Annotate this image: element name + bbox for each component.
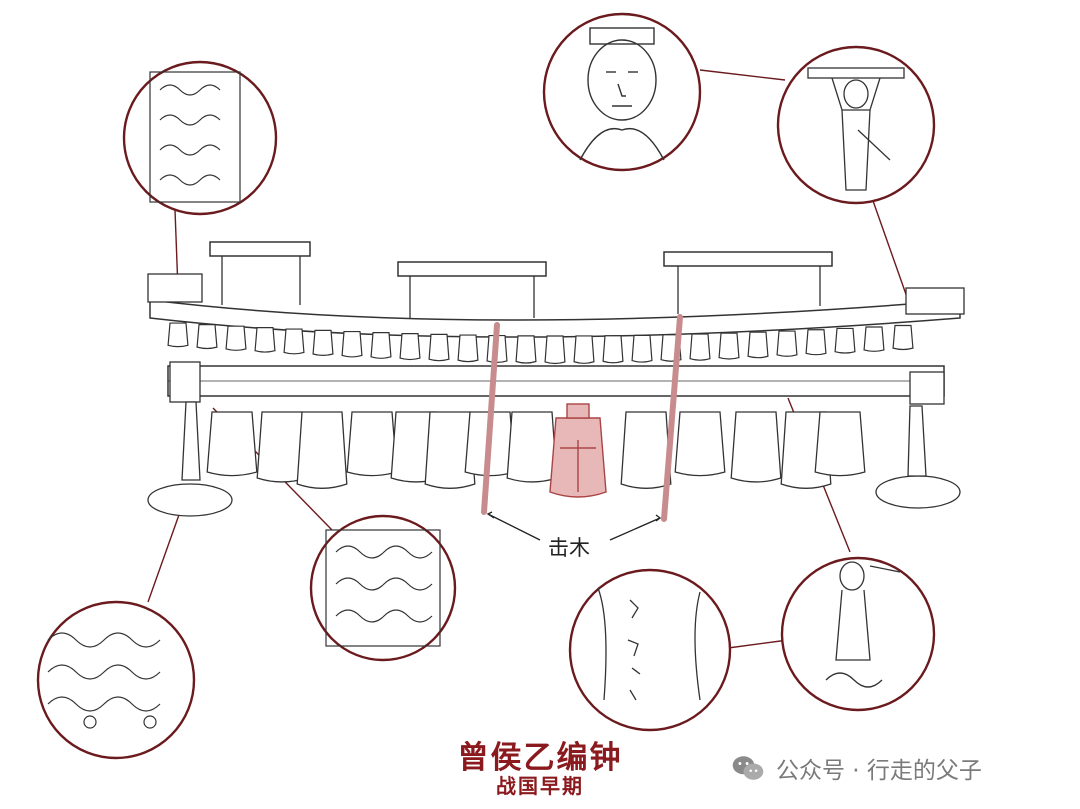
small-bell <box>747 331 769 359</box>
small-bell <box>863 326 885 352</box>
small-bell <box>196 324 218 350</box>
watermark-text: 公众号 · 行走的父子 <box>776 758 982 784</box>
small-bell <box>892 324 914 351</box>
small-bell <box>225 325 247 351</box>
detail-circles <box>36 12 936 760</box>
small-bell <box>602 335 624 364</box>
highlighted-bell <box>549 403 607 498</box>
detail-face <box>579 27 665 161</box>
small-bell <box>689 333 711 361</box>
detail-ornament-top-left <box>149 71 241 203</box>
small-bell <box>457 334 479 363</box>
small-bell <box>399 333 421 361</box>
detail-caryatid-small <box>825 561 901 688</box>
striking-beam-pointers <box>486 511 662 541</box>
large-bell <box>674 411 726 477</box>
middle-large-bells <box>206 411 866 489</box>
detail-caryatid-figure <box>807 67 905 191</box>
small-bell <box>776 330 798 357</box>
large-bell <box>730 411 782 483</box>
detail-inscription <box>597 587 701 701</box>
large-bell <box>506 411 558 483</box>
frame-bases <box>147 273 965 517</box>
middle-beam <box>167 365 945 397</box>
striking-beams <box>481 314 683 522</box>
small-bell <box>544 335 566 365</box>
detail-ornament-mid <box>325 529 441 647</box>
small-bell <box>370 332 392 359</box>
large-bell <box>206 411 258 477</box>
small-bell <box>718 332 740 360</box>
small-bell <box>341 330 363 358</box>
detail-ornament-base <box>47 632 161 729</box>
large-bell <box>814 411 866 477</box>
small-bell <box>631 334 653 363</box>
large-bell <box>620 411 672 489</box>
small-bell <box>283 328 305 355</box>
small-bell <box>167 322 189 348</box>
small-bell <box>573 335 595 364</box>
large-bell <box>424 411 476 489</box>
small-bell <box>254 327 276 353</box>
upper-small-bells <box>167 322 914 365</box>
small-bell <box>805 329 827 356</box>
wechat-icon <box>732 756 764 780</box>
small-bell <box>312 329 334 357</box>
large-bell <box>346 411 398 477</box>
small-bell <box>428 333 450 362</box>
wechat-watermark: 公众号 · 行走的父子 <box>730 748 982 788</box>
upper-frame-posts <box>221 256 821 318</box>
striking-beam-label: 击木 <box>548 536 590 560</box>
small-bell <box>834 327 856 354</box>
upper-frame <box>149 241 961 338</box>
small-bell <box>515 335 537 364</box>
page-subtitle: 战国早期 <box>496 774 584 798</box>
page-title: 曾侯乙编钟 <box>457 740 623 776</box>
large-bell <box>296 411 348 489</box>
